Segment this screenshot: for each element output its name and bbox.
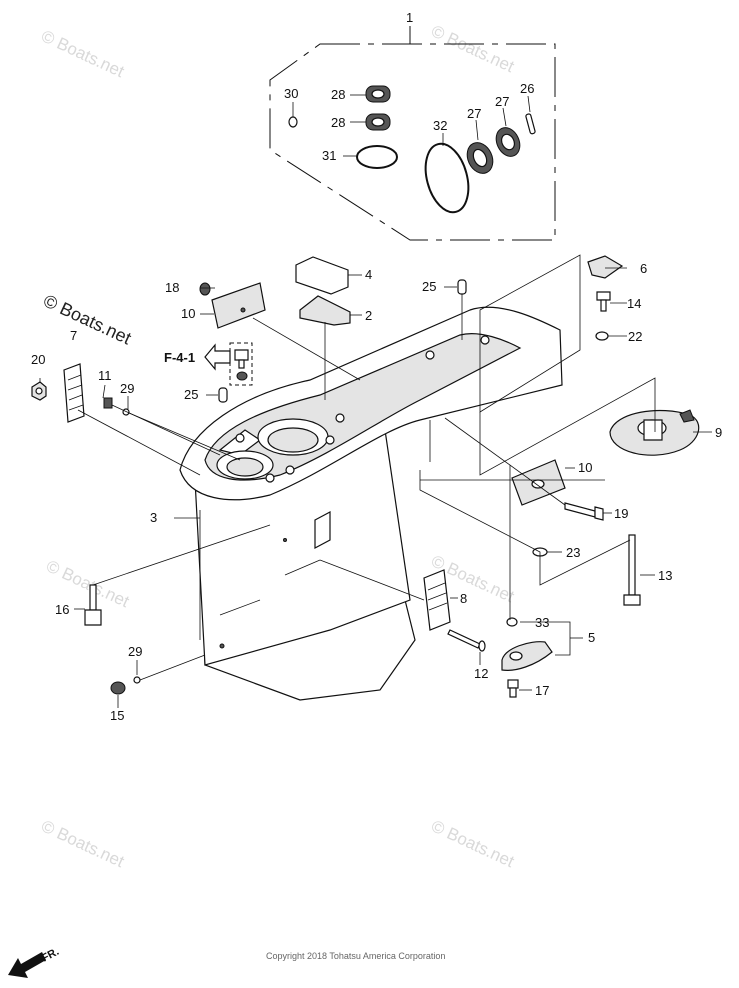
plug-11 bbox=[103, 397, 113, 409]
callout-20: 20 bbox=[31, 352, 45, 367]
copyright-text: Copyright 2018 Tohatsu America Corporati… bbox=[266, 951, 445, 961]
pin-25-upper bbox=[457, 279, 467, 295]
watermark-text: © Boats.net bbox=[428, 816, 517, 871]
oil-seal-27a bbox=[466, 142, 494, 174]
callout-11: 11 bbox=[98, 368, 112, 383]
bolt-14 bbox=[596, 291, 611, 312]
callout-8: 8 bbox=[460, 591, 467, 606]
o-ring-31 bbox=[356, 145, 398, 169]
pin-25-lower bbox=[218, 387, 228, 403]
oil-seal-27b bbox=[495, 127, 521, 157]
callout-30: 30 bbox=[284, 86, 298, 101]
bolt-16 bbox=[84, 584, 102, 626]
front-arrow-icon bbox=[8, 952, 46, 978]
callout-5: 5 bbox=[588, 630, 595, 645]
callout-1: 1 bbox=[406, 10, 413, 25]
callout-12: 12 bbox=[474, 666, 488, 681]
callout-29-upper: 29 bbox=[120, 381, 134, 396]
pin-26 bbox=[525, 113, 536, 135]
zinc-5 bbox=[501, 641, 553, 671]
callout-22: 22 bbox=[628, 329, 642, 344]
washer-22 bbox=[595, 331, 609, 341]
screw-12 bbox=[447, 629, 486, 652]
callout-13: 13 bbox=[658, 568, 672, 583]
grill-7 bbox=[63, 363, 85, 423]
callout-23: 23 bbox=[566, 545, 580, 560]
cover-4 bbox=[295, 256, 349, 295]
watermark-text: © Boats.net bbox=[38, 816, 127, 871]
callout-27-right: 27 bbox=[495, 94, 509, 109]
callout-25-lower: 25 bbox=[184, 387, 198, 402]
washer-29-lower bbox=[133, 676, 141, 684]
callout-10-upper: 10 bbox=[181, 306, 195, 321]
cap-6 bbox=[587, 255, 624, 279]
watermark-text: © Boats.net bbox=[38, 26, 127, 81]
grill-8 bbox=[423, 569, 451, 631]
callout-33: 33 bbox=[535, 615, 549, 630]
callout-32: 32 bbox=[433, 118, 447, 133]
bolt-13 bbox=[623, 534, 641, 606]
callout-28-lower: 28 bbox=[331, 115, 345, 130]
callout-29-lower: 29 bbox=[128, 644, 142, 659]
callout-4: 4 bbox=[365, 267, 372, 282]
callout-10-lower: 10 bbox=[578, 460, 592, 475]
washer-30 bbox=[288, 116, 298, 128]
callout-14: 14 bbox=[627, 296, 641, 311]
watermark-text-strong: © Boats.net bbox=[40, 290, 134, 348]
callout-25-upper: 25 bbox=[422, 279, 436, 294]
plate-2 bbox=[299, 295, 351, 326]
callout-26: 26 bbox=[520, 81, 534, 96]
washer-29-upper bbox=[122, 408, 130, 416]
bearing-28-upper bbox=[365, 85, 391, 103]
callout-27-left: 27 bbox=[467, 106, 481, 121]
front-label: FR. bbox=[40, 946, 61, 965]
ref-arrow bbox=[204, 343, 231, 371]
callout-28-upper: 28 bbox=[331, 87, 345, 102]
callouts: 1 2 3 4 5 6 7 8 9 10 10 11 12 13 14 15 1… bbox=[31, 10, 722, 723]
bolt-17 bbox=[507, 679, 519, 698]
callout-17: 17 bbox=[535, 683, 549, 698]
callout-16: 16 bbox=[55, 602, 69, 617]
callout-19: 19 bbox=[614, 506, 628, 521]
callout-31: 31 bbox=[322, 148, 336, 163]
leaders-main bbox=[39, 254, 712, 708]
callout-2: 2 bbox=[365, 308, 372, 323]
bearing-28-lower bbox=[365, 113, 391, 131]
nut-20 bbox=[31, 381, 47, 401]
callout-7: 7 bbox=[70, 328, 77, 343]
o-ring-32 bbox=[424, 142, 470, 214]
trim-tab-9 bbox=[609, 409, 700, 456]
kit-parts bbox=[288, 85, 536, 214]
parts-top bbox=[31, 256, 467, 423]
callout-3: 3 bbox=[150, 510, 157, 525]
gear-case-body bbox=[179, 306, 563, 701]
callout-18: 18 bbox=[165, 280, 179, 295]
reference-label: F-4-1 bbox=[164, 350, 195, 365]
watermark-text: © Boats.net bbox=[428, 21, 517, 76]
washer-33 bbox=[506, 617, 518, 627]
plug-15 bbox=[110, 681, 126, 695]
callout-6: 6 bbox=[640, 261, 647, 276]
nut-18 bbox=[199, 282, 211, 296]
kit-enclosure bbox=[269, 26, 556, 241]
callout-9: 9 bbox=[715, 425, 722, 440]
anode-10-upper bbox=[211, 282, 266, 329]
bolt-19 bbox=[564, 502, 604, 521]
front-direction: FR. bbox=[8, 946, 61, 978]
callout-15: 15 bbox=[110, 708, 124, 723]
leaders-kit bbox=[292, 94, 531, 157]
